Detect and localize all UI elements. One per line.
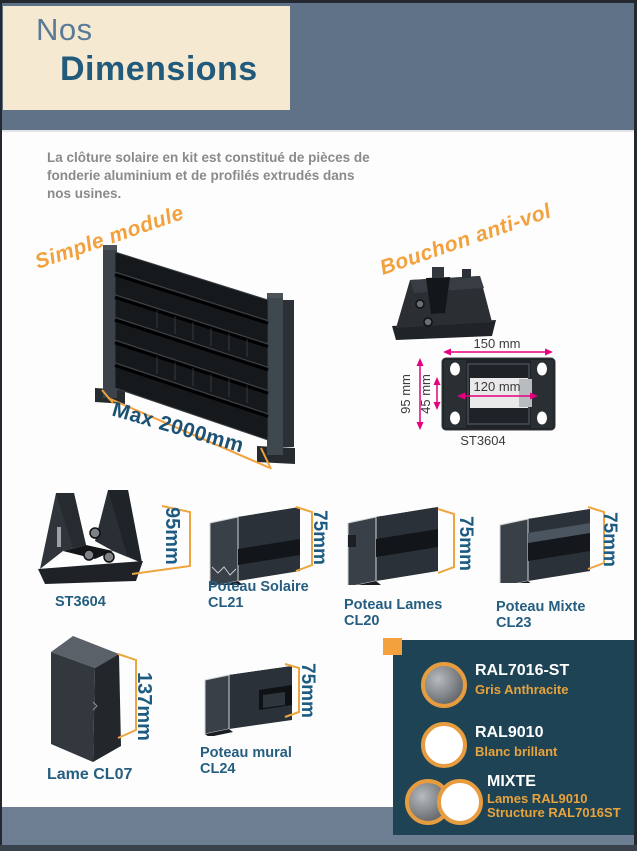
swatch-code: RAL9010 xyxy=(475,724,544,741)
swatch-gris-anthracite xyxy=(421,662,467,708)
product-label-cl21: Poteau Solaire CL21 xyxy=(208,579,309,611)
header-card xyxy=(3,6,290,110)
swatch-description: Structure RAL7016ST xyxy=(487,805,621,820)
outer-width-label: 150 mm xyxy=(474,336,521,351)
dimension-marker xyxy=(131,505,191,575)
product-label-st3604: ST3604 xyxy=(55,594,106,610)
dimension-marker xyxy=(587,506,605,570)
poteau-lames-illustration xyxy=(347,507,438,585)
intro-line: La clôture solaire en kit est constitué … xyxy=(47,150,370,165)
inner-height-label: 45 mm xyxy=(418,374,433,414)
swatch-mixte-white xyxy=(437,779,483,825)
swatch-description: Gris Anthracite xyxy=(475,682,569,697)
page-edge xyxy=(0,0,2,851)
page-title: Dimensions xyxy=(60,50,258,88)
dimension-marker xyxy=(295,506,313,572)
dimension-marker xyxy=(284,663,300,718)
swatch-description: Lames RAL9010 xyxy=(487,791,588,806)
colors-panel: RAL7016-ST Gris Anthracite RAL9010 Blanc… xyxy=(393,640,636,835)
intro-line: nos usines. xyxy=(47,186,122,201)
poteau-mural-illustration xyxy=(204,666,292,736)
product-label-cl20: Poteau Lames CL20 xyxy=(344,597,443,629)
dimension-label: 75mm xyxy=(599,512,620,567)
page-edge xyxy=(0,0,637,3)
inner-width-label: 120 mm xyxy=(474,379,521,394)
orange-accent-square xyxy=(383,638,402,655)
dimension-label: 75mm xyxy=(309,510,330,565)
page-title-prefix: Nos xyxy=(36,12,93,47)
poteau-mixte-illustration xyxy=(499,509,590,583)
lame-illustration xyxy=(51,636,121,762)
intro-line: fonderie aluminium et de profilés extrud… xyxy=(47,168,355,183)
cap-topview-diagram: 150 mm 120 mm 95 mm 45 mm ST3604 xyxy=(400,336,556,448)
dimension-marker xyxy=(117,653,137,739)
swatch-description: Blanc brillant xyxy=(475,744,558,759)
dimension-label: 95mm xyxy=(161,507,183,565)
swatch-code: RAL7016-ST xyxy=(475,662,570,679)
swatch-code: MIXTE xyxy=(487,773,536,790)
intro-paragraph: La clôture solaire en kit est constitué … xyxy=(47,149,387,203)
module-width-dimension-line xyxy=(101,389,272,470)
cap-part-number: ST3604 xyxy=(460,433,506,448)
dimension-marker xyxy=(437,508,455,574)
divider xyxy=(0,130,637,132)
anti-theft-cap-illustration xyxy=(392,267,496,340)
product-label-cl07: Lame CL07 xyxy=(47,766,133,783)
page-edge xyxy=(634,0,637,851)
outer-height-label: 95 mm xyxy=(400,374,413,414)
dimension-label: 75mm xyxy=(455,516,476,571)
poteau-solaire-illustration xyxy=(209,507,300,585)
st3604-bracket-illustration xyxy=(38,490,143,584)
dimension-label: 75mm xyxy=(297,663,318,718)
solar-module-illustration xyxy=(95,245,295,470)
swatch-blanc-brillant xyxy=(421,722,467,768)
magenta-dimension-arrows xyxy=(416,348,553,430)
product-label-cl23: Poteau Mixte CL23 xyxy=(496,599,586,631)
product-label-cl24: Poteau mural CL24 xyxy=(200,745,292,777)
dimension-label: 137mm xyxy=(133,672,155,741)
page-edge xyxy=(0,845,637,851)
